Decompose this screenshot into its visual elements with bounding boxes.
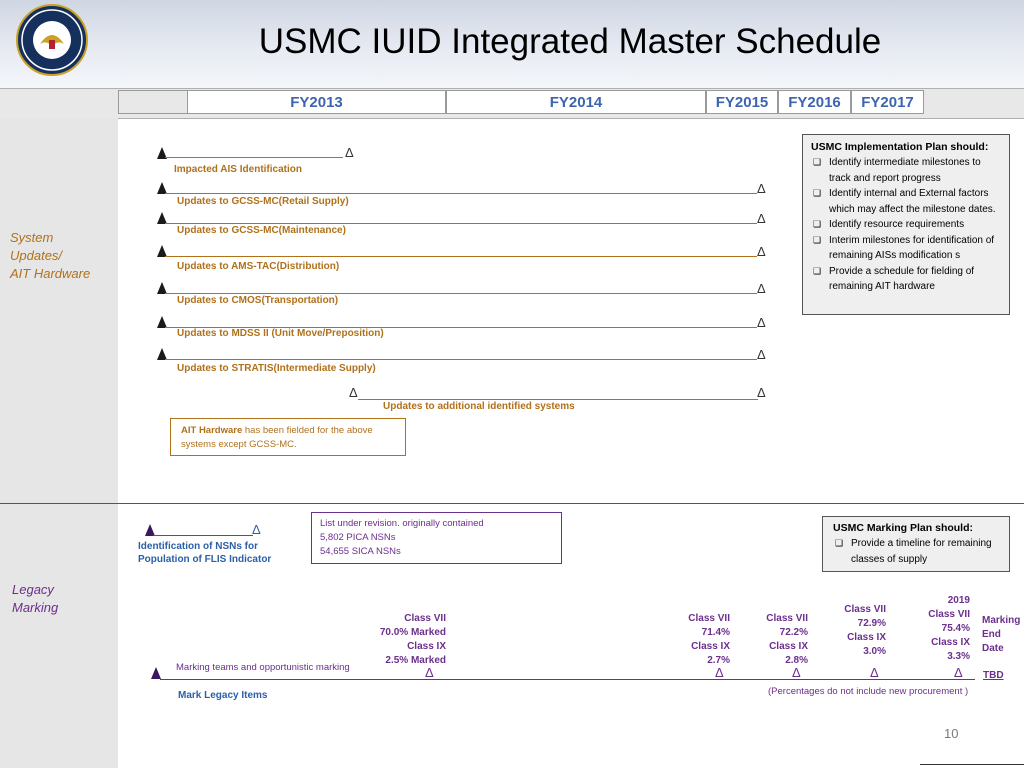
- timeline-label: Updates to GCSS-MC(Maintenance): [177, 225, 346, 236]
- milestone-icon: Δ: [425, 665, 434, 680]
- milestone-label: Class VII 72.2% Class IX 2.8%: [766, 613, 808, 666]
- start-milestone-icon: [157, 147, 167, 159]
- timeline-bar: [165, 293, 757, 294]
- timeline-label: Updates to additional identified systems: [383, 401, 575, 412]
- milestone-icon: Δ: [870, 665, 879, 680]
- marking-end-date-label: Marking End Date: [982, 615, 1021, 654]
- end-milestone-icon: Δ: [345, 145, 354, 160]
- revision-line: 5,802 PICA NSNs: [320, 532, 396, 543]
- timeline-bar: [165, 256, 757, 257]
- bottom-rule: [920, 764, 1024, 765]
- timeline-bar: [165, 223, 757, 224]
- timeline-label: Updates to MDSS II (Unit Move/Prepositio…: [177, 328, 384, 339]
- page-number: 10: [944, 726, 959, 741]
- header-band: [0, 0, 1024, 88]
- end-milestone-icon: Δ: [252, 522, 261, 537]
- timeline-label: Updates to CMOS(Transportation): [177, 295, 339, 306]
- implementation-plan-box: USMC Implementation Plan should: Identif…: [802, 134, 1010, 315]
- start-milestone-icon: Δ: [349, 385, 358, 400]
- end-milestone-icon: Δ: [757, 347, 766, 362]
- timeline-bar: [165, 157, 343, 158]
- plan-item: Identify internal and External factors w…: [811, 186, 1001, 217]
- legacy-section-label: Legacy Marking: [12, 582, 59, 615]
- start-milestone-icon: [157, 245, 167, 257]
- start-milestone-icon: [157, 282, 167, 294]
- timeline-bar: [165, 327, 757, 328]
- milestone-icon: Δ: [715, 665, 724, 680]
- timeline-bar: [165, 193, 757, 194]
- milestone-label: Class VII 72.9% Class IX 3.0%: [844, 604, 886, 657]
- timeline-label: Impacted AIS Identification: [174, 164, 302, 175]
- end-milestone-icon: Δ: [757, 385, 766, 400]
- slide-title: USMC IUID Integrated Master Schedule: [258, 22, 882, 61]
- end-milestone-icon: Δ: [757, 211, 766, 226]
- milestone-label: Class VII 70.0% Marked Class IX 2.5% Mar…: [379, 613, 446, 666]
- marking-plan-item: Provide a timeline for remaining classes…: [833, 536, 999, 567]
- marking-plan-list: Provide a timeline for remaining classes…: [833, 536, 999, 567]
- revision-note-box: List under revision. originally containe…: [311, 512, 562, 564]
- start-milestone-icon: [151, 667, 161, 679]
- plan-item: Identify intermediate milestones to trac…: [811, 155, 1001, 186]
- start-milestone-icon: [145, 524, 155, 536]
- timeline-bar: [358, 399, 758, 400]
- revision-line: 54,655 SICA NSNs: [320, 546, 401, 557]
- timeline-bar: [153, 535, 253, 536]
- plan-item: Identify resource requirements: [811, 217, 1001, 233]
- tbd-label: TBD: [983, 670, 1004, 681]
- timeline-label: Updates to GCSS-MC(Retail Supply): [177, 196, 349, 207]
- start-milestone-icon: [157, 212, 167, 224]
- ait-note-text: has been fielded for the above systems e…: [181, 425, 373, 450]
- revision-line: List under revision. originally containe…: [320, 518, 484, 529]
- plan-item: Interim milestones for identification of…: [811, 233, 1001, 264]
- opportunistic-marking-label: Marking teams and opportunistic marking: [176, 662, 350, 673]
- fy-blank-cell: [118, 90, 188, 114]
- fy-cell: FY2017: [851, 90, 924, 114]
- fy-cell: FY2015: [706, 90, 778, 114]
- start-milestone-icon: [157, 316, 167, 328]
- dod-seal-logo: [16, 4, 88, 76]
- nsn-identification-label: Identification of NSNs for Population of…: [138, 541, 272, 565]
- end-milestone-icon: Δ: [757, 281, 766, 296]
- marking-plan-box: USMC Marking Plan should: Provide a time…: [822, 516, 1010, 572]
- fy-cell: FY2013: [187, 90, 446, 114]
- milestone-label: 2019 Class VII 75.4% Class IX 3.3%: [928, 595, 970, 662]
- fy-cell: FY2014: [446, 90, 706, 114]
- end-milestone-icon: Δ: [757, 244, 766, 259]
- end-milestone-icon: Δ: [757, 181, 766, 196]
- timeline-bar: [165, 359, 757, 360]
- start-milestone-icon: [157, 348, 167, 360]
- start-milestone-icon: [157, 182, 167, 194]
- mark-legacy-items-label: Mark Legacy Items: [178, 690, 268, 701]
- plan-item: Provide a schedule for fielding of remai…: [811, 264, 1001, 295]
- milestone-label: Class VII 71.4% Class IX 2.7%: [688, 613, 730, 666]
- percentages-footnote: (Percentages do not include new procurem…: [768, 686, 969, 697]
- end-milestone-icon: Δ: [757, 315, 766, 330]
- section-divider: [0, 503, 1024, 504]
- timeline-label: Updates to STRATIS(Intermediate Supply): [177, 363, 376, 374]
- system-section-label: System Updates/ AIT Hardware: [10, 230, 91, 281]
- plan-list: Identify intermediate milestones to trac…: [811, 155, 1001, 295]
- milestone-icon: Δ: [954, 665, 963, 680]
- timeline-label: Updates to AMS-TAC(Distribution): [177, 261, 340, 272]
- fy-cell: FY2016: [778, 90, 851, 114]
- section-sidebar: [0, 118, 118, 768]
- timeline-bar: [160, 679, 975, 680]
- milestone-icon: Δ: [792, 665, 801, 680]
- ait-note-bold: AIT Hardware: [181, 425, 243, 436]
- ait-hardware-note: AIT Hardware has been fielded for the ab…: [170, 418, 406, 456]
- plan-heading: USMC Implementation Plan should:: [811, 141, 989, 153]
- marking-plan-heading: USMC Marking Plan should:: [833, 522, 974, 534]
